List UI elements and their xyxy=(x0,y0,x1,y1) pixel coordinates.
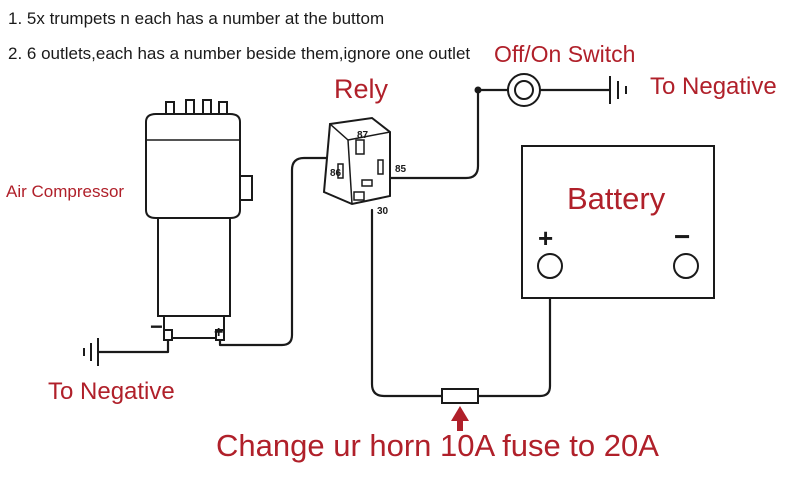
wire-relay-85-to-switch xyxy=(386,88,510,180)
battery xyxy=(521,145,715,299)
fuse xyxy=(441,388,479,404)
wire-fuse-to-battery-plus xyxy=(476,276,552,398)
wire-junction-dot xyxy=(474,86,482,94)
ground-symbol-compressor xyxy=(83,338,99,366)
compressor-plus-sign: + xyxy=(214,324,223,341)
relay xyxy=(322,116,391,206)
note-line-2: 2. 6 outlets,each has a number beside th… xyxy=(8,44,470,63)
wire-compressor-minus-to-negative xyxy=(96,336,170,354)
relay-pin-30: 30 xyxy=(377,206,389,217)
battery-minus-sign: − xyxy=(674,221,690,252)
fuse-note: Change ur horn 10A fuse to 20A xyxy=(216,428,659,463)
air-compressor xyxy=(145,99,253,341)
wire-relay-30-to-fuse xyxy=(370,208,444,398)
battery-label: Battery xyxy=(567,181,666,216)
relay-pin-86: 86 xyxy=(330,168,342,179)
switch-negative-label: To Negative xyxy=(650,73,777,100)
compressor-minus-sign: − xyxy=(150,314,163,339)
wire-compressor-plus-to-relay-86 xyxy=(218,156,336,347)
compressor-label: Air Compressor xyxy=(6,182,124,201)
switch xyxy=(507,73,541,107)
relay-label: Rely xyxy=(334,74,389,104)
note-line-1: 1. 5x trumpets n each has a number at th… xyxy=(8,9,384,28)
relay-pin-87: 87 xyxy=(357,130,369,141)
battery-plus-sign: + xyxy=(538,223,553,253)
fuse-arrow xyxy=(451,406,469,431)
ground-symbol-switch xyxy=(609,76,627,104)
relay-pin-85: 85 xyxy=(395,164,407,175)
compressor-negative-label: To Negative xyxy=(48,378,175,405)
switch-label: Off/On Switch xyxy=(494,41,635,67)
